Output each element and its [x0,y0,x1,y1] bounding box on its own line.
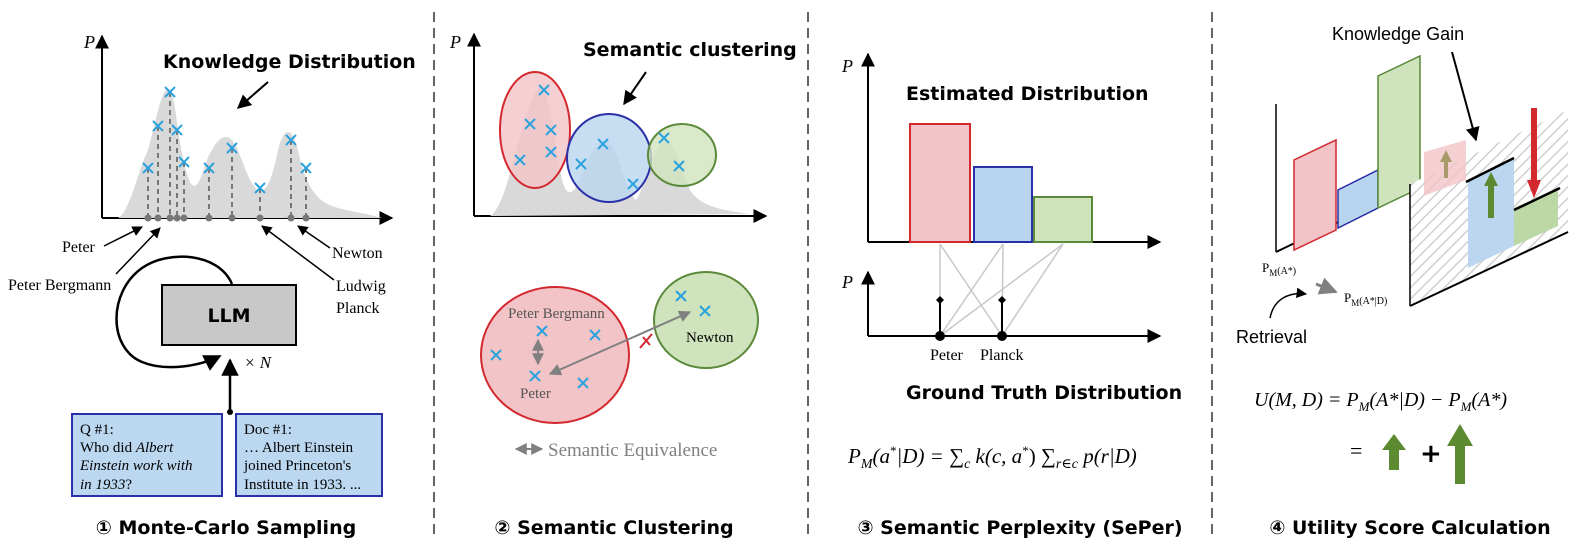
query-line1: Q #1: [80,422,114,438]
ludwig-planck-arrow [261,225,335,281]
formula-up-arrow-small [1382,434,1406,470]
label-ludwig: Ludwig [336,278,386,295]
peter-bergmann-arrow [115,227,161,275]
newton-arrow [297,225,331,249]
retrieval-arrow [1269,287,1308,319]
p3-axis-p-top: P [841,56,853,76]
knowledge-gain-arrow [1451,51,1480,142]
legend-semantic-equivalence: Semantic Equivalence [548,440,717,461]
p2-title-arrow [623,71,647,106]
gt-diamond-planck [998,296,1006,304]
ground-truth-title: Ground Truth Distribution [906,382,1182,404]
front-bar-green [1514,188,1558,246]
peter-arrow [103,226,143,247]
p3-axis-p-bottom: P [841,272,853,292]
p4-front-x-axis [1409,231,1569,307]
cluster-green [647,123,717,187]
knowledge-distribution-title: Knowledge Distribution [163,51,416,73]
back-bar-green [1377,54,1421,210]
bar-red [909,123,971,243]
p2-label-newton: Newton [686,330,734,346]
bar-blue [973,166,1033,243]
label-peter-bergmann: Peter Bergmann [8,277,111,294]
llm-box [161,284,297,346]
doc-line4: Institute in 1933. ... [244,477,361,493]
up-arrow-green [1484,172,1498,218]
gt-diamond-peter [936,296,944,304]
panel-seper: P Estimated Distribution P Peter Planck … [841,52,1183,539]
caption-utility: ④ Utility Score Calculation [1269,517,1550,539]
label-newton: Newton [332,245,383,262]
gain-line-1 [1465,156,1515,184]
label-planck: Planck [336,300,380,317]
bar-green [1033,196,1093,243]
p2-label-peter-bergmann: Peter Bergmann [508,306,605,322]
p1-axis-p: P [83,32,95,52]
small-up-arrow-red [1440,150,1452,178]
query-box [71,413,223,497]
sample-dots [144,214,310,222]
gain-line-2 [1513,186,1561,212]
pm-arrow [1315,277,1338,295]
caption-seper: ③ Semantic Perplexity (SePer) [857,517,1182,539]
back-bar-red [1293,138,1337,252]
back-bar-blue [1337,168,1379,230]
caption-monte-carlo: ① Monte-Carlo Sampling [96,517,356,539]
knowledge-distribution-curve [118,88,382,218]
label-peter: Peter [62,239,96,256]
panel-monte-carlo: P [8,32,416,539]
non-equivalence-arrow [548,310,692,376]
doc-line2: … Albert Einstein [244,440,354,456]
query-line3: Einstein work with [79,458,193,474]
formula-up-arrow-large [1447,424,1473,484]
panel-separators [433,12,1213,540]
p3-label-planck: Planck [980,347,1024,364]
semantic-clustering-title: Semantic clustering [583,39,797,61]
seper-formula: PM(a*|D) = ∑c k(c, a*) ∑r∈c p(r|D) [847,443,1137,472]
query-line2: Who did Albert [80,440,174,456]
cluster-red [499,71,571,189]
title-pointer-arrow [236,81,269,109]
cluster-blue [566,113,652,203]
utility-formula: U(M, D) = PM(A*|D) − PM(A*) [1254,389,1507,414]
caption-semantic-clustering: ② Semantic Clustering [494,517,733,539]
mapping-lines [939,243,1064,337]
gt-dot-peter [935,331,945,341]
document-box [235,413,383,497]
label-pm-ad: PM(A*|D) [1344,290,1387,308]
retrieval-label: Retrieval [1236,327,1307,347]
doc-line3: joined Princeton's [243,458,351,474]
doc-line1: Doc #1: [244,422,292,438]
label-pm-a: PM(A*) [1262,260,1296,278]
knowledge-gain-title: Knowledge Gain [1332,24,1464,44]
panel-semantic-clustering: P Semantic clustering [449,32,797,539]
llm-loop [115,255,234,371]
estimated-distribution-title: Estimated Distribution [906,83,1149,105]
llm-label: LLM [207,305,250,327]
times-n: × N [244,353,273,372]
plus-sign: + [1420,439,1442,469]
gt-dot-planck [997,331,1007,341]
p2-label-peter: Peter [520,386,551,402]
query-line4: in 1933? [80,477,132,493]
down-arrow-red [1527,108,1541,198]
panel-utility-score: Knowledge Gain PM(A*) PM(A*|D) Retrieval… [1236,24,1569,539]
sample-points [147,92,307,218]
p3-label-peter: Peter [930,347,964,364]
equals-sign: = [1350,438,1362,463]
cross-out-mark [639,333,653,349]
p2-axis-p: P [449,32,461,52]
input-junction [227,409,233,415]
